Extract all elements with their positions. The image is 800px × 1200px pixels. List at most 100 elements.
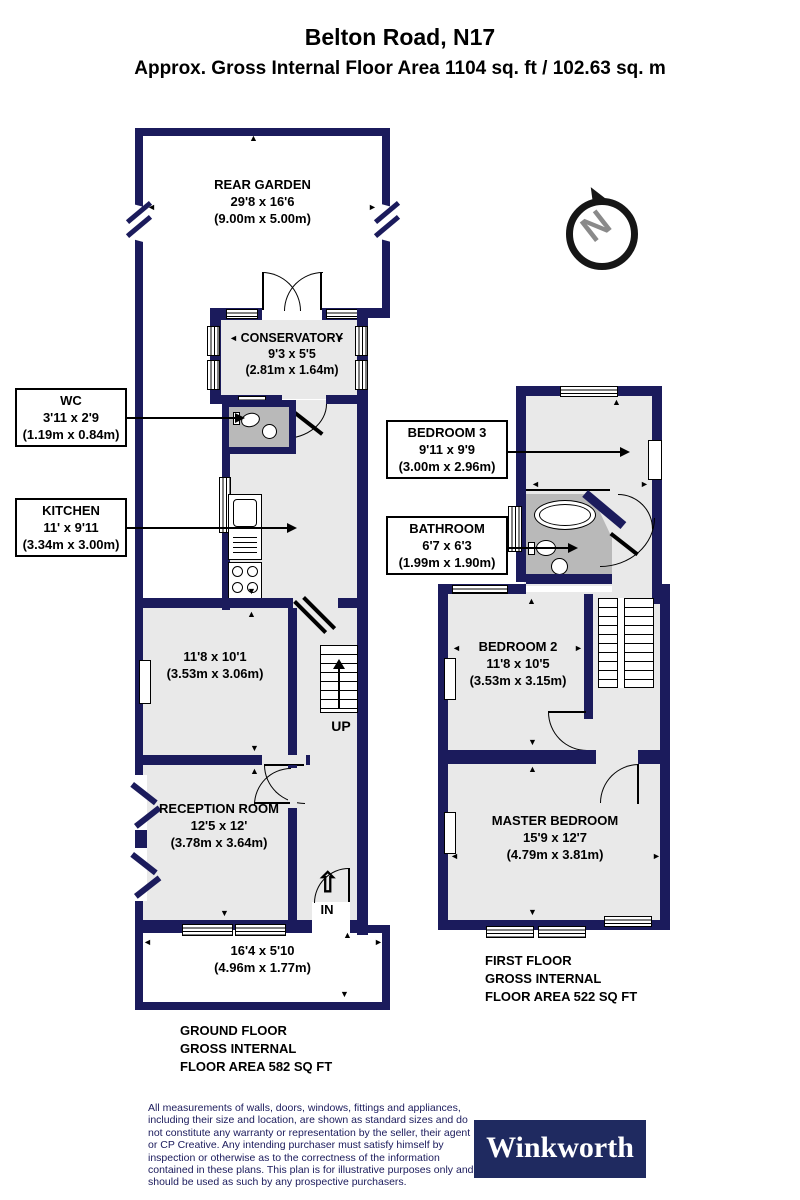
compass-ring-icon [566,198,638,270]
footer-line: GROSS INTERNAL [180,1041,297,1056]
reception-label: RECEPTION ROOM 12'5 x 12' (3.78m x 3.64m… [145,800,293,851]
conservatory-window-icon [355,360,368,390]
middle-room-label: 11'8 x 10'1 (3.53m x 3.06m) [145,648,285,682]
room-name: CONSERVATORY [240,331,344,345]
front-garden-top-wall [286,925,312,933]
drainer-icon [233,533,257,555]
conservatory-right-wall [357,308,368,404]
room-dims: 16'4 x 5'10 [230,943,295,958]
conservatory-left-wall [210,308,221,404]
front-garden-top-wall [350,925,382,933]
wall-tick-icon: ◄ [531,479,540,489]
up-label: UP [331,718,351,734]
room-dims: 29'8 x 16'6 [230,194,295,209]
room-metric: (3.53m x 3.15m) [469,673,567,688]
hall-top-wall [338,598,357,608]
master-window-icon [604,916,652,927]
room-metric: (1.99m x 1.90m) [398,555,496,570]
wall-tick-icon: ▲ [343,930,352,940]
wall-tick-icon: ◄ [450,851,459,861]
hall-door-gap [288,768,297,808]
brand-logo: Winkworth [474,1120,646,1178]
room-dims: 12'5 x 12' [190,818,248,833]
bedroom2-stairs-wall [584,594,593,719]
bedroom3-divider-line [526,489,610,491]
conservatory-window-icon [207,326,220,356]
bathroom-callout: BATHROOM 6'7 x 6'3 (1.99m x 1.90m) [386,516,508,575]
page-title: Belton Road, N17 [304,24,496,50]
left-boundary-wall [135,128,143,1010]
wall-tick-icon: ▼ [528,907,537,917]
room-dims: 9'11 x 9'9 [418,442,476,457]
bedroom3-callout: BEDROOM 3 9'11 x 9'9 (3.00m x 2.96m) [386,420,508,479]
room-name: BEDROOM 3 [407,425,487,440]
wall-tick-icon: ◄ [229,333,238,343]
wall-tick-icon: ▲ [612,397,621,407]
front-garden-label: 16'4 x 5'10 (4.96m x 1.77m) [160,942,365,976]
garden-bottom-right-wall [368,308,390,318]
room-dims: 11'8 x 10'1 [183,649,247,664]
room-dims: 15'9 x 12'7 [522,830,588,845]
toilet-icon [551,558,568,575]
basin-icon [528,542,535,555]
master-bay-window-icon [538,926,586,938]
wc-leader-line [127,417,235,419]
room-metric: (2.81m x 1.64m) [245,363,339,377]
footer-line: FLOOR AREA 522 SQ FT [485,989,638,1004]
conservatory-label: CONSERVATORY 9'3 x 5'5 (2.81m x 1.64m) [226,330,358,378]
room-metric: (3.34m x 3.00m) [22,537,120,552]
room-dims: 11'8 x 10'5 [486,656,550,671]
room-dims: 3'11 x 2'9 [42,410,100,425]
footer-line: FLOOR AREA 582 SQ FT [180,1059,333,1074]
wall-tick-icon: ► [574,643,583,653]
wall-tick-icon: ◄ [147,202,156,212]
wall-tick-icon: ▲ [527,596,536,606]
chimney-recess [444,812,456,854]
bathroom-bottom-wall [526,574,612,584]
footer-line: GROUND FLOOR [180,1023,287,1038]
room-name: BATHROOM [409,521,485,536]
conservatory-window-icon [326,309,358,319]
middle-room-top-wall [135,598,293,608]
reception-top-wall [135,755,310,765]
room-name: MASTER BEDROOM [491,813,619,828]
bathroom-leader-line [508,547,568,549]
bedroom3-window-icon [560,386,618,397]
conservatory-bottom-wall [326,395,357,404]
room-dims: 11' x 9'11 [43,520,99,535]
wall-tick-icon: ▲ [528,764,537,774]
hob-ring-icon [247,582,258,593]
room-metric: (3.00m x 2.96m) [398,459,496,474]
basin-icon [262,424,277,439]
room-name: WC [60,393,82,408]
bathroom-leader-arrow-icon [568,543,578,553]
bedroom2-label: BEDROOM 2 11'8 x 10'5 (3.53m x 3.15m) [448,638,588,689]
in-label: IN [320,902,334,917]
wall-tick-icon: ▼ [528,737,537,747]
kitchen-leader-arrow-icon [287,523,297,533]
porch [312,902,350,930]
ff-left-upper-wall [516,386,526,582]
middle-hall-wall [288,608,297,755]
disclaimer-text: All measurements of walls, doors, window… [148,1102,474,1189]
wc-room [222,400,296,454]
reception-hall-wall [288,765,297,930]
hob-ring-icon [247,566,258,577]
wall-tick-icon: ▼ [220,908,229,918]
room-metric: (4.96m x 1.77m) [214,960,311,975]
wall-tick-icon: ► [640,479,649,489]
ground-floor-footer: GROUND FLOOR GROSS INTERNAL FLOOR AREA 5… [180,1022,332,1076]
master-bottom-wall [438,920,670,930]
room-name: RECEPTION ROOM [159,801,279,816]
wall-tick-icon: ▲ [250,766,259,776]
bay-wall [135,830,147,848]
master-bedroom-label: MASTER BEDROOM 15'9 x 12'7 (4.79m x 3.81… [455,812,655,863]
room-metric: (4.79m x 3.81m) [506,847,604,862]
room-metric: (1.19m x 0.84m) [22,427,120,442]
wall-tick-icon: ▼ [340,989,349,999]
front-bay-window-icon [235,924,286,936]
chimney-recess [139,660,151,704]
wall-tick-icon: ► [368,202,377,212]
ff-right-upper-wall [652,386,662,604]
